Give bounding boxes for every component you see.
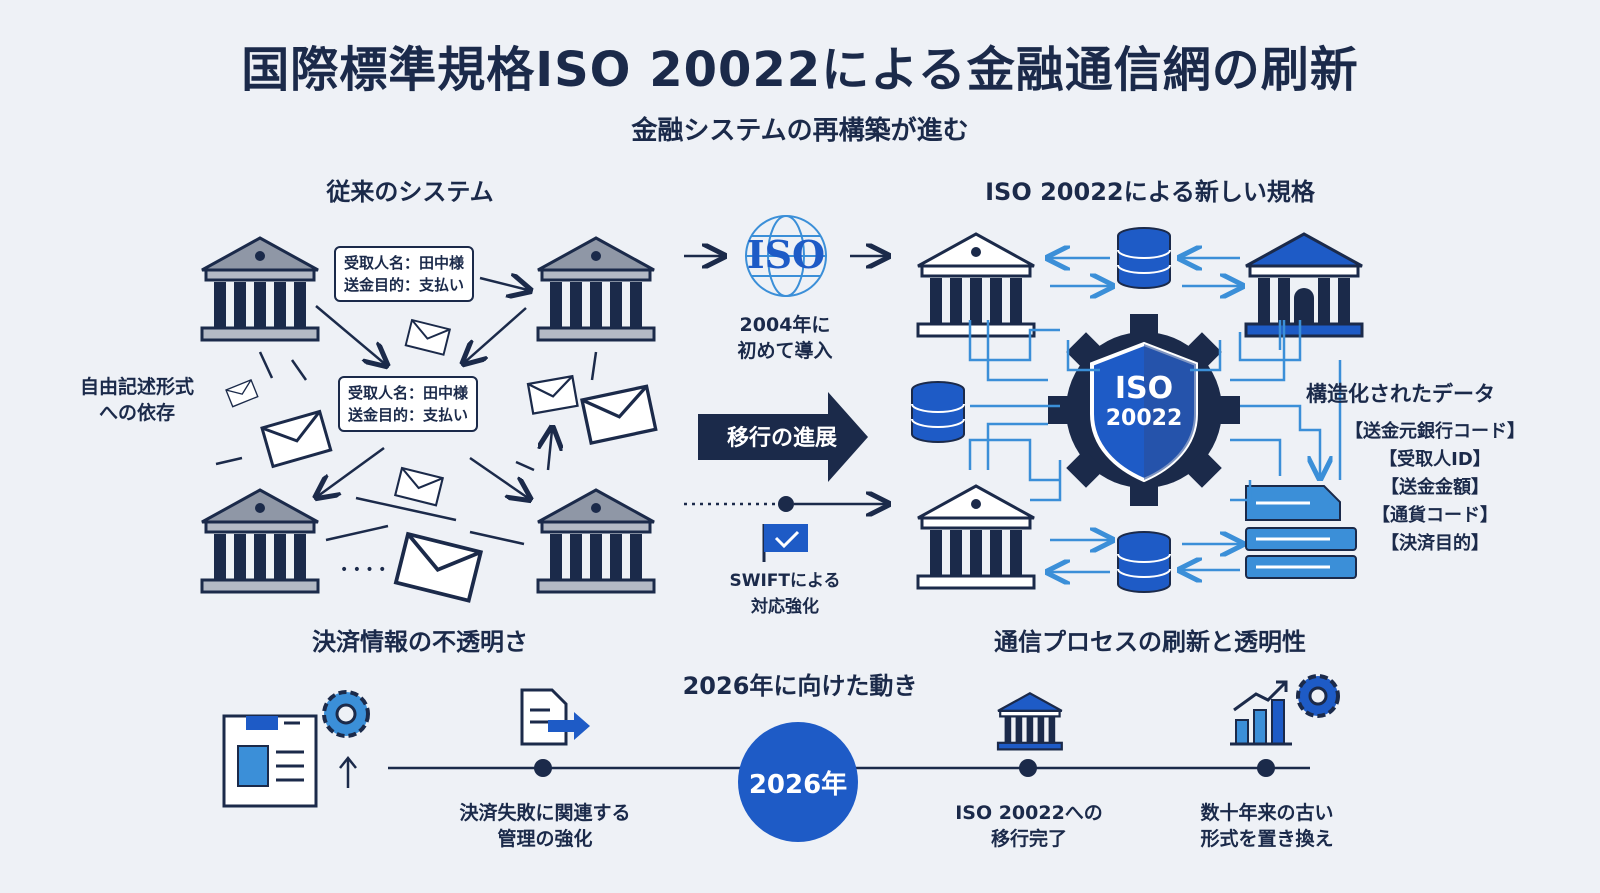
timeline-item-line: 形式を置き換え <box>1200 828 1334 850</box>
iso-intro-line: 初めて導入 <box>737 340 833 362</box>
timeline-item-line: ISO 20022への <box>955 802 1103 824</box>
timeline-center-badge: 2026年 <box>738 722 858 842</box>
structured-data-item: 【送金金額】 <box>1381 477 1489 498</box>
legacy-heading: 従来のシステム <box>326 178 494 206</box>
globe-icon <box>745 215 827 297</box>
bank-icon <box>916 484 1036 590</box>
iso-shield-label: ISO 20022 <box>1102 372 1186 432</box>
timeline-item-2: ISO 20022への 移行完了 <box>924 800 1134 852</box>
structured-data-list: 【送金元銀行コード】 【受取人ID】 【送金金額】 【通貨コード】 【決済目的】 <box>1330 418 1540 558</box>
migration-label: 移行の進展 <box>726 426 837 451</box>
structured-data-item: 【受取人ID】 <box>1379 449 1491 470</box>
envelope-icon <box>404 319 451 356</box>
shield-line-number: 20022 <box>1105 406 1183 431</box>
page-subtitle: 金融システムの再構築が進む <box>631 116 969 146</box>
callout-mid: 受取人名：田中様 送金目的：支払い <box>338 376 479 432</box>
modern-heading: ISO 20022による新しい規格 <box>985 178 1315 206</box>
structured-data-item: 【送金元銀行コード】 <box>1345 421 1525 442</box>
document-transfer-icon <box>520 688 590 746</box>
envelope-icon <box>260 409 333 468</box>
swift-line: SWIFTによる <box>729 571 841 591</box>
envelope-icon <box>394 532 483 603</box>
legacy-footer: 決済情報の不透明さ <box>312 628 528 656</box>
structured-data-heading: 構造化されたデータ <box>1306 382 1495 406</box>
structured-data-icon <box>1245 485 1357 579</box>
envelope-icon <box>225 379 259 408</box>
flag-icon <box>762 524 808 562</box>
swift-line: 対応強化 <box>751 597 819 617</box>
bank-icon <box>996 692 1063 751</box>
timeline-item-line: 移行完了 <box>990 828 1067 850</box>
timeline-heading: 2026年に向けた動き <box>682 672 918 700</box>
database-icon <box>1117 227 1171 289</box>
bank-icon <box>916 232 1036 338</box>
envelope-icon <box>580 384 658 445</box>
timeline-item-line: 管理の強化 <box>497 828 593 850</box>
callout-line: 受取人名：田中様 <box>344 254 465 272</box>
side-label-line: への依存 <box>98 402 175 424</box>
bank-icon <box>200 236 320 342</box>
swift-label: SWIFTによる 対応強化 <box>700 568 870 620</box>
page-title: 国際標準規格ISO 20022による金融通信網の刷新 <box>241 42 1359 98</box>
side-label-line: 自由記述形式 <box>79 376 194 398</box>
timeline-item-line: 数十年来の古い <box>1200 802 1334 824</box>
timeline-item-3: 数十年来の古い 形式を置き換え <box>1162 800 1372 852</box>
iso-intro-label: 2004年に 初めて導入 <box>700 312 870 364</box>
ellipsis: • • • • <box>340 562 387 578</box>
shield-line-iso: ISO <box>1114 371 1174 406</box>
bank-icon <box>536 236 656 342</box>
bank-icon <box>200 488 320 594</box>
iso-gear-icon <box>1048 314 1240 506</box>
callout-top: 受取人名：田中様 送金目的：支払い <box>334 246 475 302</box>
timeline-item-1: 決済失敗に関連する 管理の強化 <box>430 800 660 852</box>
iso-intro-line: 2004年に <box>739 314 831 336</box>
timeline-item-line: 決済失敗に関連する <box>459 802 631 824</box>
migration-arrow <box>698 392 868 482</box>
callout-line: 送金目的：支払い <box>348 406 469 424</box>
database-icon <box>1117 531 1171 593</box>
structured-data-item: 【通貨コード】 <box>1372 505 1498 526</box>
newspaper-gear-icon <box>222 690 370 808</box>
envelope-icon <box>526 375 579 415</box>
modern-footer: 通信プロセスの刷新と透明性 <box>994 628 1306 656</box>
database-icon <box>911 381 965 443</box>
envelope-icon <box>394 466 444 507</box>
free-form-label: 自由記述形式 への依存 <box>52 374 222 426</box>
bank-icon <box>536 488 656 594</box>
bank-icon <box>1244 232 1364 338</box>
modern-diagram <box>911 227 1364 593</box>
iso-logo-text: ISO <box>746 232 826 277</box>
center-diagram <box>684 215 920 562</box>
growth-chart-icon <box>1230 674 1340 746</box>
structured-data-item: 【決済目的】 <box>1381 533 1489 554</box>
callout-line: 受取人名：田中様 <box>348 384 469 402</box>
callout-line: 送金目的：支払い <box>344 276 465 294</box>
